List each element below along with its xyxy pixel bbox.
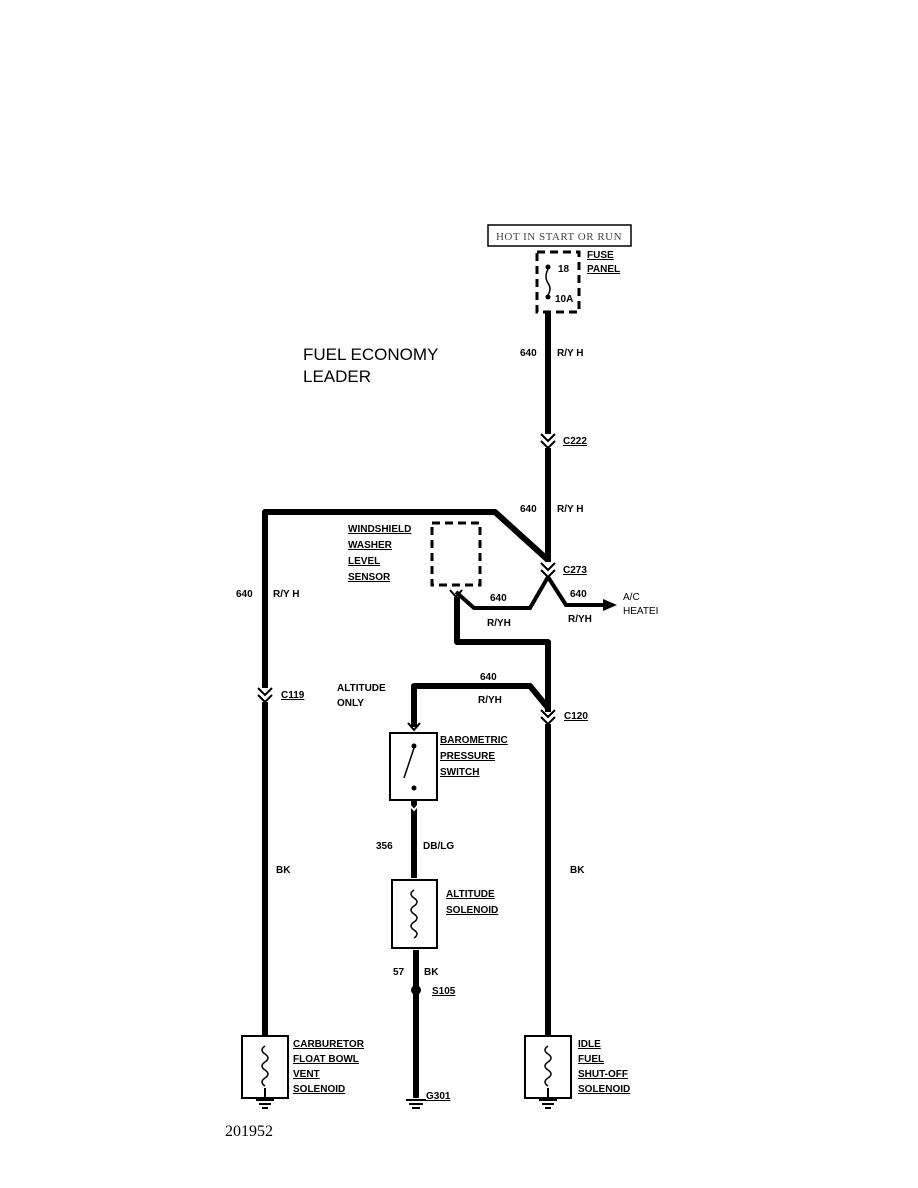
wire-left-ground-color: BK <box>276 865 291 876</box>
wire-640-altitude <box>411 683 551 727</box>
wire-main-mid-color: R/Y H <box>557 504 584 515</box>
altitude-solenoid-label-1: ALTITUDE <box>446 889 495 900</box>
wire-640-ac-heater <box>546 575 605 607</box>
baro-switch-label-1: BAROMETRIC <box>440 735 508 746</box>
fuse-symbol <box>545 264 551 300</box>
wire-altitude-color: R/YH <box>478 695 502 706</box>
wire-switch-out-color: DB/LG <box>423 841 454 852</box>
document-number: 201952 <box>225 1123 273 1140</box>
connector-c273-symbol <box>540 562 556 579</box>
baro-switch-connector-bottom <box>407 802 421 812</box>
connector-c120-symbol <box>540 709 556 726</box>
wire-main-top-circuit: 640 <box>520 348 537 359</box>
wire-branch1-circuit: 640 <box>490 593 507 604</box>
wire-branch2-circuit: 640 <box>570 589 587 600</box>
wire-sensor-drop <box>454 597 551 712</box>
washer-sensor-label-3: LEVEL <box>348 556 380 567</box>
carb-solenoid-label-2: FLOAT BOWL <box>293 1054 359 1065</box>
wire-main-top-color: R/Y H <box>557 348 584 359</box>
connector-c119-symbol <box>257 687 273 704</box>
connector-c119-label: C119 <box>281 690 305 701</box>
idle-ground-symbol <box>539 1099 557 1109</box>
idle-solenoid-label-3: SHUT-OFF <box>578 1069 628 1080</box>
fuse-panel-label-2: PANEL <box>587 264 620 275</box>
altitude-only-label-1: ALTITUDE <box>337 683 386 694</box>
power-source-label: HOT IN START OR RUN <box>496 231 622 243</box>
wire-ground-color: BK <box>424 967 439 978</box>
carb-solenoid-label-3: VENT <box>293 1069 320 1080</box>
washer-sensor-label-4: SENSOR <box>348 572 391 583</box>
fuse-panel-label-1: FUSE <box>587 250 614 261</box>
connector-c222-label: C222 <box>563 436 587 447</box>
splice-s105-label: S105 <box>432 986 456 997</box>
washer-sensor-label-2: WASHER <box>348 540 393 551</box>
wire-left-color: R/Y H <box>273 589 300 600</box>
altitude-solenoid-label-2: SOLENOID <box>446 905 498 916</box>
wire-640-sensor-branch <box>454 575 550 610</box>
ac-heater-label-1: A/C <box>623 592 640 603</box>
idle-solenoid-coil <box>544 1045 552 1087</box>
idle-solenoid-label-4: SOLENOID <box>578 1084 630 1095</box>
diagram-title-line1: FUEL ECONOMY <box>303 345 438 364</box>
ground-g301-label: G301 <box>426 1091 451 1102</box>
splice-s105 <box>411 985 421 995</box>
carb-solenoid-label-4: SOLENOID <box>293 1084 345 1095</box>
fuse-panel-box <box>535 250 581 314</box>
wire-right-ground-color: BK <box>570 865 585 876</box>
diagram-title-line2: LEADER <box>303 367 371 386</box>
wire-branch1-color: R/YH <box>487 618 511 629</box>
wire-left-circuit: 640 <box>236 589 253 600</box>
fuse-number: 18 <box>558 264 570 275</box>
power-source-box <box>487 224 632 247</box>
baro-switch-label-3: SWITCH <box>440 767 479 778</box>
ac-heater-label-2: HEATEI <box>623 606 658 617</box>
wire-main-mid-circuit: 640 <box>520 504 537 515</box>
altitude-solenoid-coil <box>410 889 418 939</box>
wire-branch2-color: R/YH <box>568 614 592 625</box>
altitude-only-label-2: ONLY <box>337 698 364 709</box>
baro-switch-connector-top <box>407 722 421 732</box>
carburetor-solenoid-coil <box>261 1045 269 1087</box>
connector-c222-symbol <box>540 433 556 450</box>
carburetor-ground-symbol <box>256 1099 274 1109</box>
switch-symbol <box>403 743 417 791</box>
washer-level-sensor-box <box>430 521 482 587</box>
idle-solenoid-label-2: FUEL <box>578 1054 604 1065</box>
ground-g301-symbol <box>406 1099 426 1109</box>
wire-switch-out-circuit: 356 <box>376 841 393 852</box>
ac-heater-arrow <box>603 599 617 611</box>
fuse-rating: 10A <box>555 294 573 305</box>
carb-solenoid-label-1: CARBURETOR <box>293 1039 365 1050</box>
baro-switch-label-2: PRESSURE <box>440 751 495 762</box>
wire-ground-circuit: 57 <box>393 967 405 978</box>
idle-solenoid-label-1: IDLE <box>578 1039 601 1050</box>
wire-altitude-circuit: 640 <box>480 672 497 683</box>
connector-c273-label: C273 <box>563 565 587 576</box>
washer-sensor-label-1: WINDSHIELD <box>348 524 411 535</box>
wire-640-left-branch <box>262 509 551 688</box>
connector-c120-label: C120 <box>564 711 588 722</box>
